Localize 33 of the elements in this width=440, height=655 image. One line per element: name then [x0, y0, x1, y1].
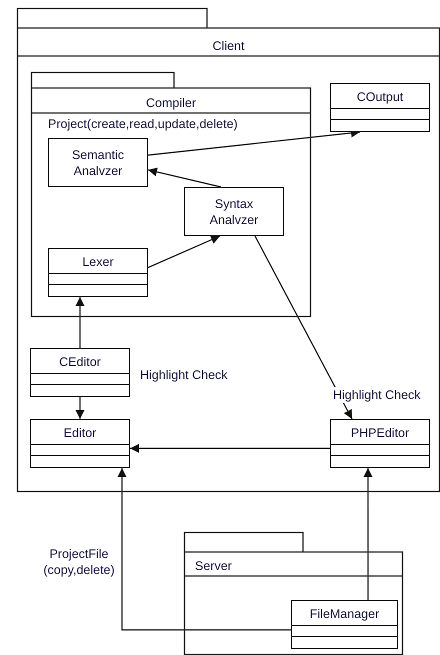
class-name: PHPEditor	[350, 425, 410, 442]
note-text: Highlight Check	[140, 367, 228, 384]
package-name: Client	[212, 38, 246, 54]
class-box	[291, 600, 398, 649]
package-name: Server	[195, 558, 232, 574]
class-name: Editor	[62, 425, 98, 442]
class-name: Syntax Analvzer	[208, 196, 260, 228]
package-frame	[17, 8, 440, 492]
class-box	[48, 248, 148, 297]
arrow	[118, 468, 291, 630]
class-box	[330, 419, 430, 468]
class-box	[30, 419, 130, 468]
arrow	[76, 397, 84, 419]
class-name: COutput	[356, 89, 404, 106]
class-name: Lexer	[81, 254, 115, 270]
edge-label: Highlight Check	[333, 387, 421, 404]
class-name: FileManager	[308, 606, 380, 622]
package-frame	[184, 532, 403, 655]
package-name: Compiler	[144, 95, 197, 112]
arrow	[364, 468, 372, 600]
class-box	[330, 83, 430, 132]
class-name: CEditor	[58, 354, 102, 370]
package-note: Project(create,read,update,delete)	[48, 116, 238, 132]
class-box	[48, 138, 148, 187]
arrow	[148, 235, 220, 268]
class-name: Semantic Analvzer	[70, 146, 126, 179]
class-box	[184, 187, 284, 236]
package-frame	[31, 72, 311, 317]
arrow	[148, 168, 222, 188]
arrow	[76, 297, 84, 348]
arrow	[130, 444, 330, 453]
class-box	[30, 348, 130, 397]
arrow	[254, 236, 353, 420]
